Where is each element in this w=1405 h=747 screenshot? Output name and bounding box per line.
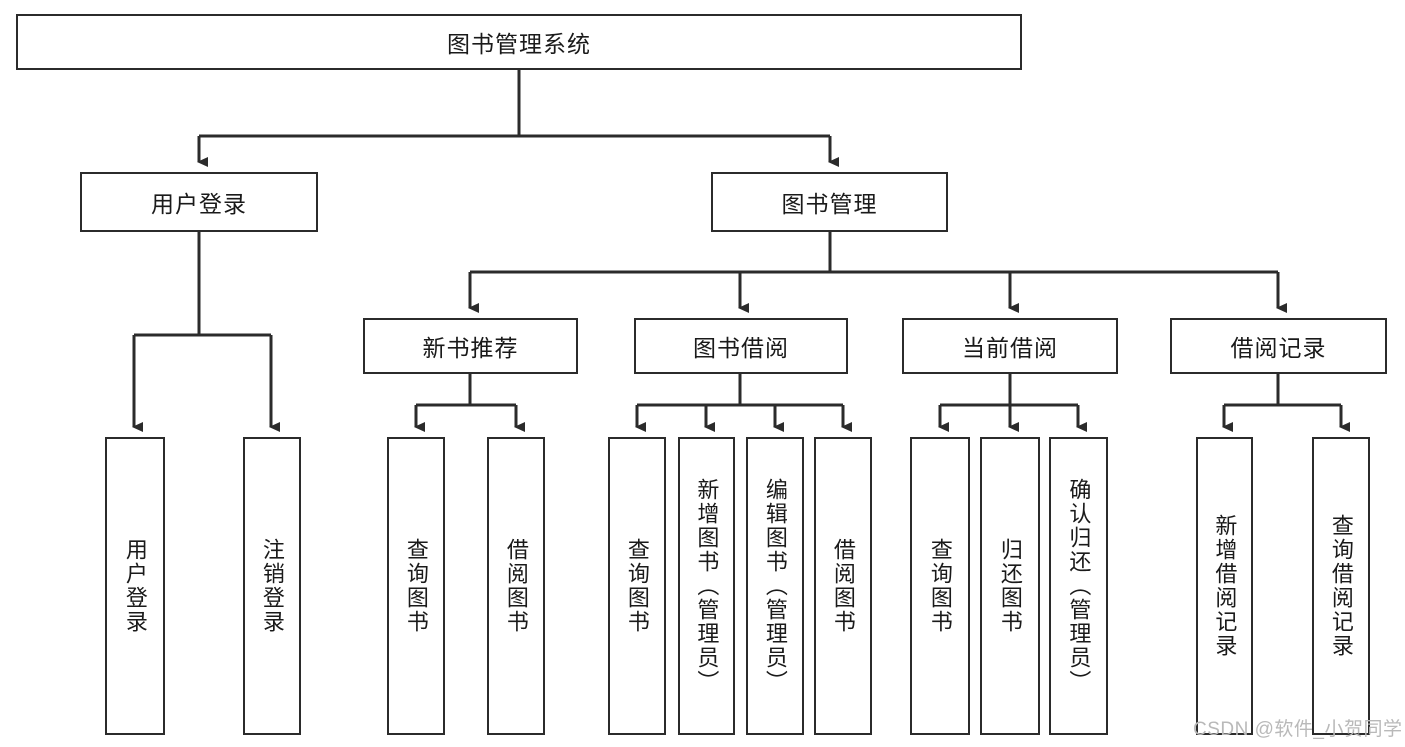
- node-current-borrow-label: 当前借阅: [962, 335, 1058, 361]
- leaf-borrow-book-label: 借阅图书: [830, 538, 856, 634]
- leaf-query-book-newbook[interactable]: 查询图书: [387, 437, 445, 735]
- leaf-add-book-admin-label: 新增图书（管理员）: [694, 478, 720, 694]
- edge-newbook-to-leaves: [414, 374, 525, 432]
- node-book-borrow[interactable]: 图书借阅: [634, 318, 848, 374]
- leaf-return-book[interactable]: 归还图书: [980, 437, 1040, 735]
- node-root-label: 图书管理系统: [447, 31, 591, 57]
- node-new-book-recommend-label: 新书推荐: [422, 335, 519, 361]
- edge-borrow-to-leaves: [635, 374, 852, 432]
- edge-records-to-leaves: [1222, 374, 1350, 432]
- node-book-management[interactable]: 图书管理: [711, 172, 948, 232]
- leaf-logout-login-label: 注销登录: [259, 538, 285, 634]
- leaf-user-login-label: 用户登录: [122, 538, 148, 634]
- node-borrow-records-label: 借阅记录: [1230, 335, 1327, 361]
- leaf-query-book-current-label: 查询图书: [927, 538, 953, 634]
- leaf-edit-book-admin-label: 编辑图书（管理员）: [762, 478, 788, 694]
- node-current-borrow[interactable]: 当前借阅: [902, 318, 1118, 374]
- leaf-query-borrow-record[interactable]: 查询借阅记录: [1312, 437, 1370, 735]
- node-book-borrow-label: 图书借阅: [693, 335, 789, 361]
- leaf-borrow-book-newbook[interactable]: 借阅图书: [487, 437, 545, 735]
- edge-userlogin-to-leaves: [132, 232, 280, 432]
- leaf-query-book-borrow[interactable]: 查询图书: [608, 437, 666, 735]
- leaf-query-book-current[interactable]: 查询图书: [910, 437, 970, 735]
- leaf-return-book-label: 归还图书: [997, 538, 1023, 634]
- leaf-logout-login[interactable]: 注销登录: [243, 437, 301, 735]
- node-user-login[interactable]: 用户登录: [80, 172, 318, 232]
- edge-bookmgmt-to-level3: [468, 232, 1287, 313]
- leaf-confirm-return-admin-label: 确认归还（管理员）: [1066, 478, 1092, 694]
- node-book-management-label: 图书管理: [781, 191, 878, 217]
- node-new-book-recommend[interactable]: 新书推荐: [363, 318, 578, 374]
- edge-root-to-level2: [197, 70, 839, 167]
- node-user-login-label: 用户登录: [151, 191, 247, 217]
- leaf-confirm-return-admin[interactable]: 确认归还（管理员）: [1049, 437, 1108, 735]
- leaf-add-borrow-record[interactable]: 新增借阅记录: [1196, 437, 1253, 735]
- leaf-query-book-newbook-label: 查询图书: [403, 538, 429, 634]
- edge-current-to-leaves: [938, 374, 1087, 432]
- leaf-add-book-admin[interactable]: 新增图书（管理员）: [678, 437, 735, 735]
- leaf-query-book-borrow-label: 查询图书: [624, 538, 650, 634]
- node-root[interactable]: 图书管理系统: [16, 14, 1022, 70]
- leaf-borrow-book-newbook-label: 借阅图书: [503, 538, 529, 634]
- leaf-borrow-book[interactable]: 借阅图书: [814, 437, 872, 735]
- leaf-edit-book-admin[interactable]: 编辑图书（管理员）: [746, 437, 804, 735]
- leaf-query-borrow-record-label: 查询借阅记录: [1328, 514, 1354, 658]
- leaf-user-login[interactable]: 用户登录: [105, 437, 165, 735]
- node-borrow-records[interactable]: 借阅记录: [1170, 318, 1387, 374]
- leaf-add-borrow-record-label: 新增借阅记录: [1212, 514, 1238, 658]
